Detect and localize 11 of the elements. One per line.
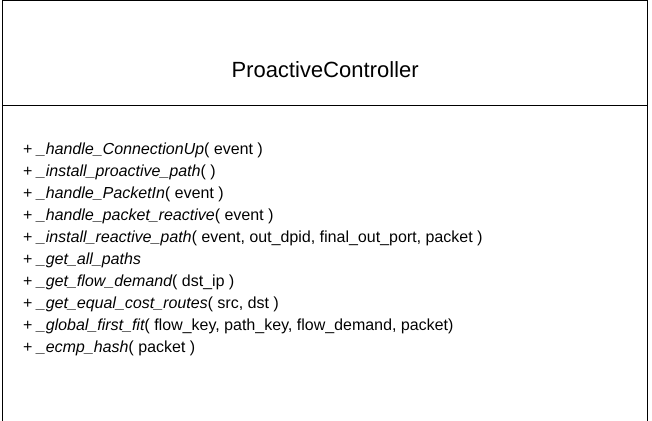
class-name: ProactiveController	[230, 57, 420, 83]
method-signature: + _install_reactive_path( event, out_dpid, final_out_port, packet )	[23, 228, 484, 248]
method-signature: + _get_flow_demand( dst_ip )	[23, 272, 236, 292]
method-signature: + _global_first_fit( flow_key, path_key, flow_demand, packet)	[23, 316, 454, 336]
method-signature: + _get_equal_cost_routes( src, dst )	[23, 294, 280, 314]
method-signature: + _install_proactive_path( )	[23, 162, 217, 182]
method-signature: + _get_all_paths	[23, 250, 142, 270]
method-signature: + _handle_packet_reactive( event )	[23, 206, 274, 226]
method-signature: + _handle_PacketIn( event )	[23, 184, 225, 204]
method-signature: + _ecmp_hash( packet )	[23, 338, 196, 358]
method-signature: + _handle_ConnectionUp( event )	[23, 140, 264, 160]
